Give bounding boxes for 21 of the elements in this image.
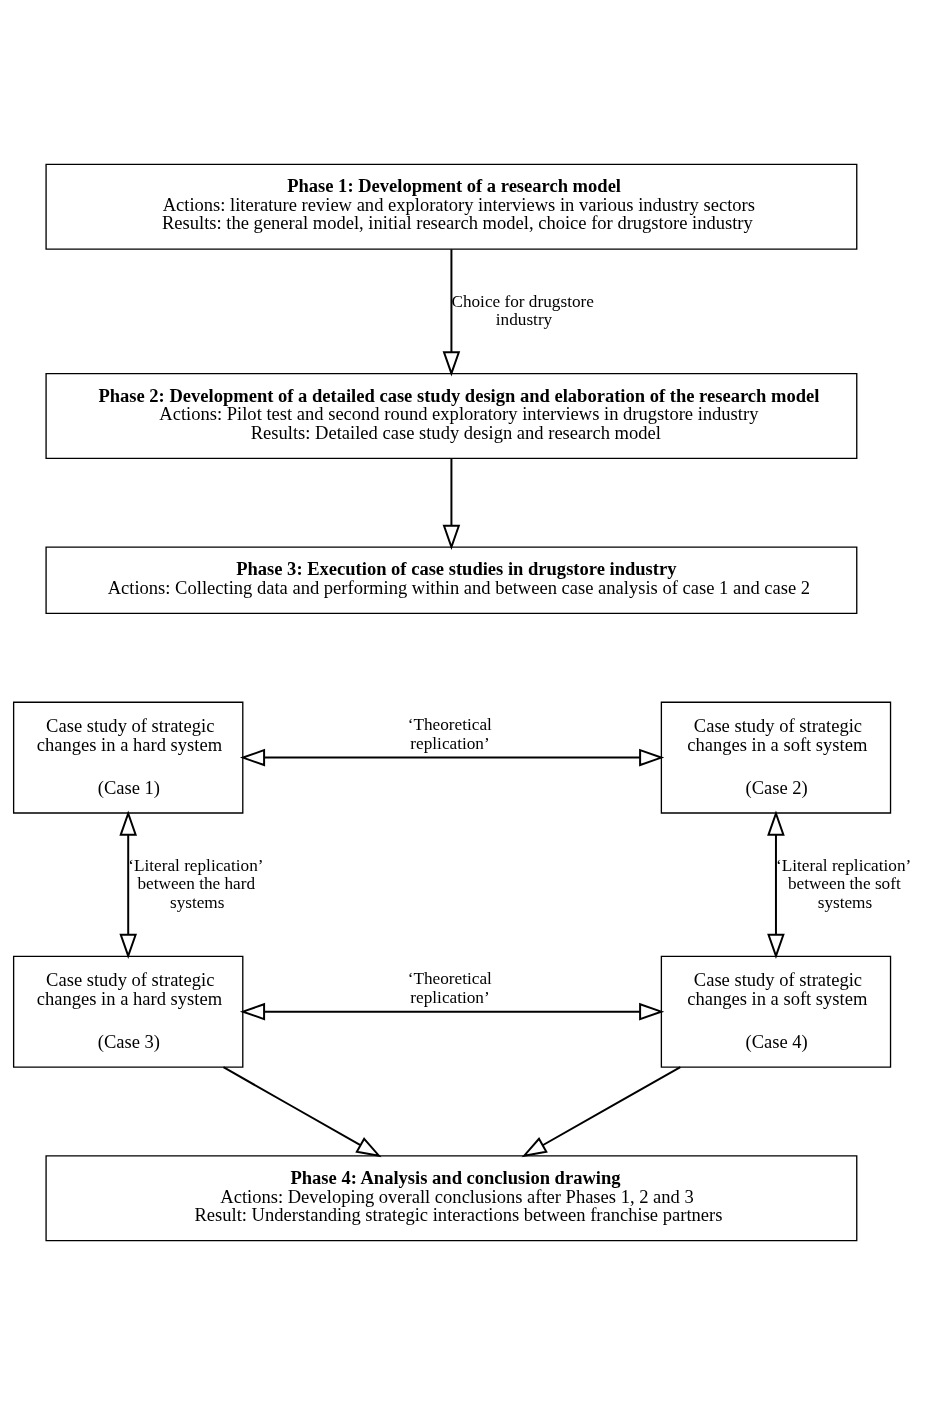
node-box: Phase 3: Execution of case studies in drugstore industry Actions: Collecting data and performing within and between case analysis of case 1 and case 2 [45,545,858,614]
arrow [521,1065,682,1157]
node-box: Phase 1: Development of a research model Actions: literature review and exploratory interviews in various industry sectors Results: the general model, initial research model, choice for drugstore industry [45,163,858,250]
arrow [767,809,785,959]
node-box: Case study of strategic changes in a soft system (Case 2) [660,701,892,814]
arrow [239,1002,665,1020]
node-box: Phase 4: Analysis and conclusion drawing Actions: Developing overall conclusions after Phases 1, 2 and 3 Result: Understanding strategic interactions between franchise partners [45,1154,858,1241]
node-box: Case study of strategic changes in a soft system (Case 4) [660,955,892,1068]
edge-label: ‘Theoretical replication’ [407,968,492,1007]
arrow [442,247,461,376]
arrow [442,457,461,550]
edge-label: ‘Literal replication’ between the hard systems [128,855,264,912]
node-box: Case study of strategic changes in a hard system (Case 3) [12,955,244,1068]
node-box: Phase 2: Development of a detailed case study design and elaboration of the research model Actions: Pilot test and second round exploratory interviews in drugstore industry Results: Detailed case study design and research model [45,372,858,459]
arrow [239,748,665,766]
arrow [119,809,138,959]
edge-label: ‘Theoretical replication’ [407,714,492,753]
edge-label: ‘Literal replication’ between the soft systems [775,855,912,912]
arrow [222,1065,382,1157]
node-box: Case study of strategic changes in a hard system (Case 1) [12,701,244,814]
edge-label: Choice for drugstore industry [451,291,594,329]
